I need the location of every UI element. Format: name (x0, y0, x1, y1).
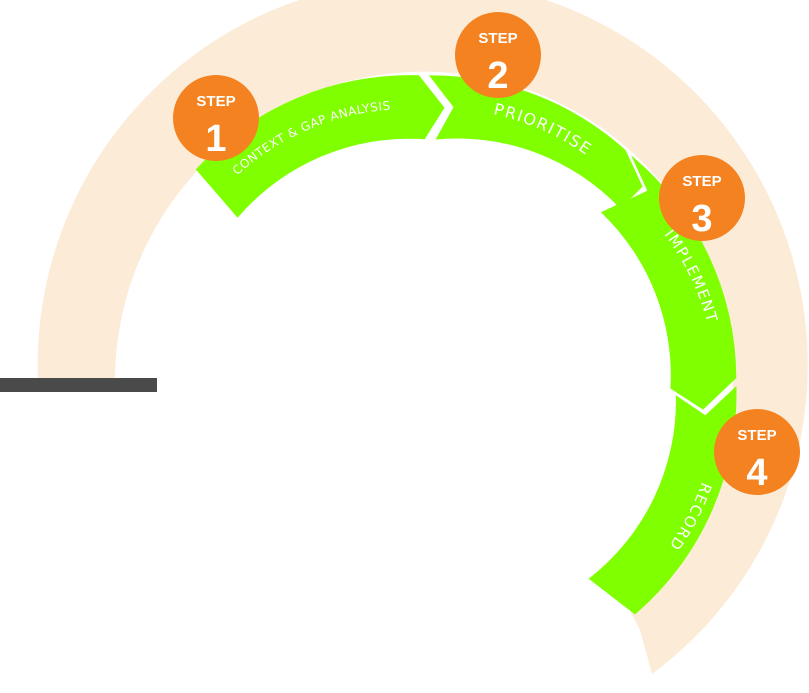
step-1-number: 1 (205, 118, 226, 160)
step-2-segment (429, 75, 643, 209)
step-3-badge: STEP 3 (659, 155, 745, 241)
step-4-badge: STEP 4 (714, 409, 800, 495)
step-4-word: STEP (737, 427, 776, 444)
step-3-segment (600, 155, 737, 410)
step-4-segment (588, 386, 737, 615)
step-3-number: 3 (691, 198, 712, 240)
step-2-number: 2 (487, 55, 508, 97)
step-1-badge: STEP 1 (173, 75, 259, 161)
step-4-number: 4 (746, 452, 767, 494)
step-3-word: STEP (682, 173, 721, 190)
step-1-segment (195, 75, 445, 218)
step-1-word: STEP (196, 93, 235, 110)
step-2-badge: STEP 2 (455, 12, 541, 98)
divider-bar (0, 378, 157, 392)
step-2-word: STEP (478, 30, 517, 47)
